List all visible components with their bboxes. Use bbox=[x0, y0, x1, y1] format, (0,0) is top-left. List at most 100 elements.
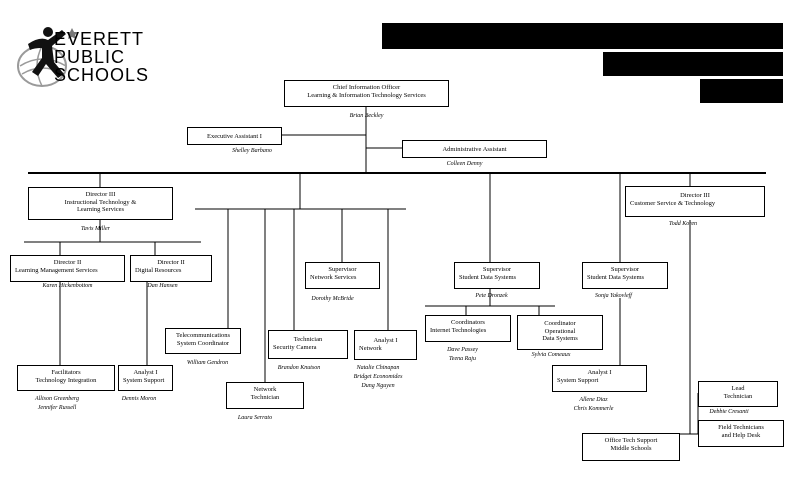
org-box-telecommunications: Telecommunications System Coordinator bbox=[165, 328, 241, 354]
person-name: Dave Passey bbox=[447, 347, 478, 353]
person-name: Brian Beckley bbox=[349, 113, 384, 119]
person-name: Brandon Knutson bbox=[277, 365, 321, 371]
person-name: Pete Dronzek bbox=[475, 293, 508, 299]
person-name: Chris Kommerle bbox=[573, 406, 614, 412]
position-title: Supervisor bbox=[610, 266, 640, 273]
org-box-supervisor-network-services: Supervisor Network Services bbox=[305, 262, 380, 289]
position-title: Office Tech Support bbox=[604, 437, 658, 444]
person-name: Debbie Cresanti bbox=[709, 409, 749, 415]
person-name: Dan Hansen bbox=[147, 283, 178, 289]
position-title: Technology Integration bbox=[35, 376, 97, 384]
org-box-cio: Chief Information Officer Learning & Inf… bbox=[284, 80, 449, 107]
position-title: Analyst I bbox=[587, 369, 612, 376]
person-name: Dennis Moron bbox=[121, 396, 157, 402]
person-name: Karen Hickenbottom bbox=[42, 283, 93, 289]
org-box-facilitators: Facilitators Technology Integration bbox=[17, 365, 115, 391]
org-box-lead-technician: Lead Technician bbox=[698, 381, 778, 407]
org-box-executive-assistant: Executive Assistant I bbox=[187, 127, 282, 145]
position-title: Director III bbox=[85, 191, 116, 198]
position-title: Field Technicians bbox=[718, 424, 764, 431]
position-title: Analyst I bbox=[133, 369, 158, 376]
person-name: Todd Koren bbox=[668, 221, 698, 227]
position-title: Lead bbox=[731, 385, 745, 392]
person-name: Shelley Barbano bbox=[232, 148, 272, 154]
header-redaction-bar bbox=[382, 23, 783, 49]
position-title: Technician bbox=[250, 393, 280, 401]
person-name: Sylvia Comeaux bbox=[531, 352, 571, 358]
org-box-director-digital-resources: Director II Digital Resources bbox=[130, 255, 212, 282]
position-title: Learning Services bbox=[76, 206, 125, 213]
header-redaction-bar bbox=[700, 79, 783, 103]
position-title: Telecommunications bbox=[175, 332, 231, 339]
main-horizontal-connector bbox=[28, 172, 766, 174]
org-box-administrative-assistant: Administrative Assistant bbox=[402, 140, 547, 158]
position-title: Technician bbox=[293, 336, 323, 343]
position-title: Facilitators bbox=[51, 369, 81, 376]
org-box-director-lms: Director II Learning Management Services bbox=[10, 255, 125, 282]
person-name: Natalie Chinapan bbox=[356, 365, 400, 371]
position-title: Chief Information Officer bbox=[332, 84, 401, 91]
position-title: System Support bbox=[123, 376, 165, 384]
person-name: Dung Nguyen bbox=[361, 383, 395, 389]
person-name: Allene Diaz bbox=[579, 397, 608, 403]
org-box-director-customer-service: Director III Customer Service & Technolo… bbox=[625, 186, 765, 217]
position-title: and Help Desk bbox=[721, 431, 761, 439]
org-box-coordinator-operational-data-systems: Coordinator Operational Data Systems bbox=[517, 315, 603, 350]
org-box-supervisor-student-data-systems: Supervisor Student Data Systems bbox=[454, 262, 540, 289]
org-box-field-technicians-help-desk: Field Technicians and Help Desk bbox=[698, 420, 784, 447]
header-redaction-bar bbox=[603, 52, 783, 76]
position-title: Security Camera bbox=[273, 343, 317, 351]
position-title: Coordinator bbox=[544, 320, 576, 327]
person-name: Teena Raju bbox=[449, 356, 476, 362]
org-box-supervisor-student-data-systems-right: Supervisor Student Data Systems bbox=[582, 262, 668, 289]
position-title: Customer Service & Technology bbox=[630, 199, 716, 207]
position-title: Student Data Systems bbox=[459, 273, 517, 281]
position-title: Director II bbox=[157, 259, 185, 266]
person-name: Allison Greenberg bbox=[34, 396, 80, 402]
position-title: Director II bbox=[53, 259, 82, 266]
position-title: Internet Technologies bbox=[430, 326, 487, 334]
org-box-director-itls: Director III Instructional Technology & … bbox=[28, 187, 173, 220]
org-box-analyst-system-support: Analyst I System Support bbox=[118, 365, 173, 391]
org-box-office-tech-support: Office Tech Support Middle Schools bbox=[582, 433, 680, 461]
person-name: Sonja Yakovleff bbox=[595, 293, 632, 299]
position-title: Supervisor bbox=[328, 266, 357, 273]
person-name: William Gendron bbox=[186, 360, 229, 366]
position-title: Learning Management Services bbox=[15, 266, 98, 274]
logo-line: EVERETT bbox=[54, 29, 145, 49]
position-title: Supervisor bbox=[482, 266, 512, 273]
person-name: Colleen Denny bbox=[446, 161, 483, 167]
person-name: Bridget Economides bbox=[353, 374, 403, 380]
position-title: Learning & Information Technology Servic… bbox=[307, 91, 426, 99]
position-title: Director III bbox=[680, 192, 710, 199]
position-title: Administrative Assistant bbox=[442, 146, 507, 153]
person-name: Jennifer Russell bbox=[37, 405, 77, 411]
position-title: Network bbox=[253, 386, 277, 393]
org-box-network-technician: Network Technician bbox=[226, 382, 304, 409]
position-title: Data Systems bbox=[542, 335, 578, 342]
logo-wordmark: EVERETT PUBLIC SCHOOLS bbox=[54, 30, 149, 84]
position-title: Coordinators bbox=[451, 319, 485, 326]
person-name: Dorothy McBride bbox=[311, 296, 354, 302]
position-title: Digital Resources bbox=[135, 266, 182, 274]
org-box-analyst-system-support-sds: Analyst I System Support bbox=[552, 365, 647, 392]
position-title: Operational bbox=[544, 327, 576, 335]
everett-public-schools-logo: EVERETT PUBLIC SCHOOLS bbox=[14, 22, 179, 92]
position-title: System Support bbox=[557, 376, 599, 384]
position-title: Executive Assistant I bbox=[207, 133, 262, 140]
logo-line: PUBLIC bbox=[54, 47, 126, 67]
org-box-analyst-network: Analyst I Network bbox=[354, 330, 417, 360]
position-title: Network Services bbox=[310, 273, 357, 281]
person-name: Laura Serrato bbox=[237, 415, 273, 421]
org-box-security-camera-technician: Technician Security Camera bbox=[268, 330, 348, 359]
position-title: Analyst I bbox=[373, 337, 398, 344]
person-name: Tavis Miller bbox=[81, 226, 110, 232]
position-title: Student Data Systems bbox=[587, 273, 645, 281]
position-title: Technician bbox=[723, 392, 753, 400]
position-title: Instructional Technology & bbox=[64, 198, 137, 206]
position-title: Middle Schools bbox=[610, 444, 652, 452]
running-figure-globe-icon bbox=[17, 27, 78, 87]
org-box-coordinators-internet-technologies: Coordinators Internet Technologies bbox=[425, 315, 511, 342]
position-title: System Coordinator bbox=[176, 339, 230, 347]
